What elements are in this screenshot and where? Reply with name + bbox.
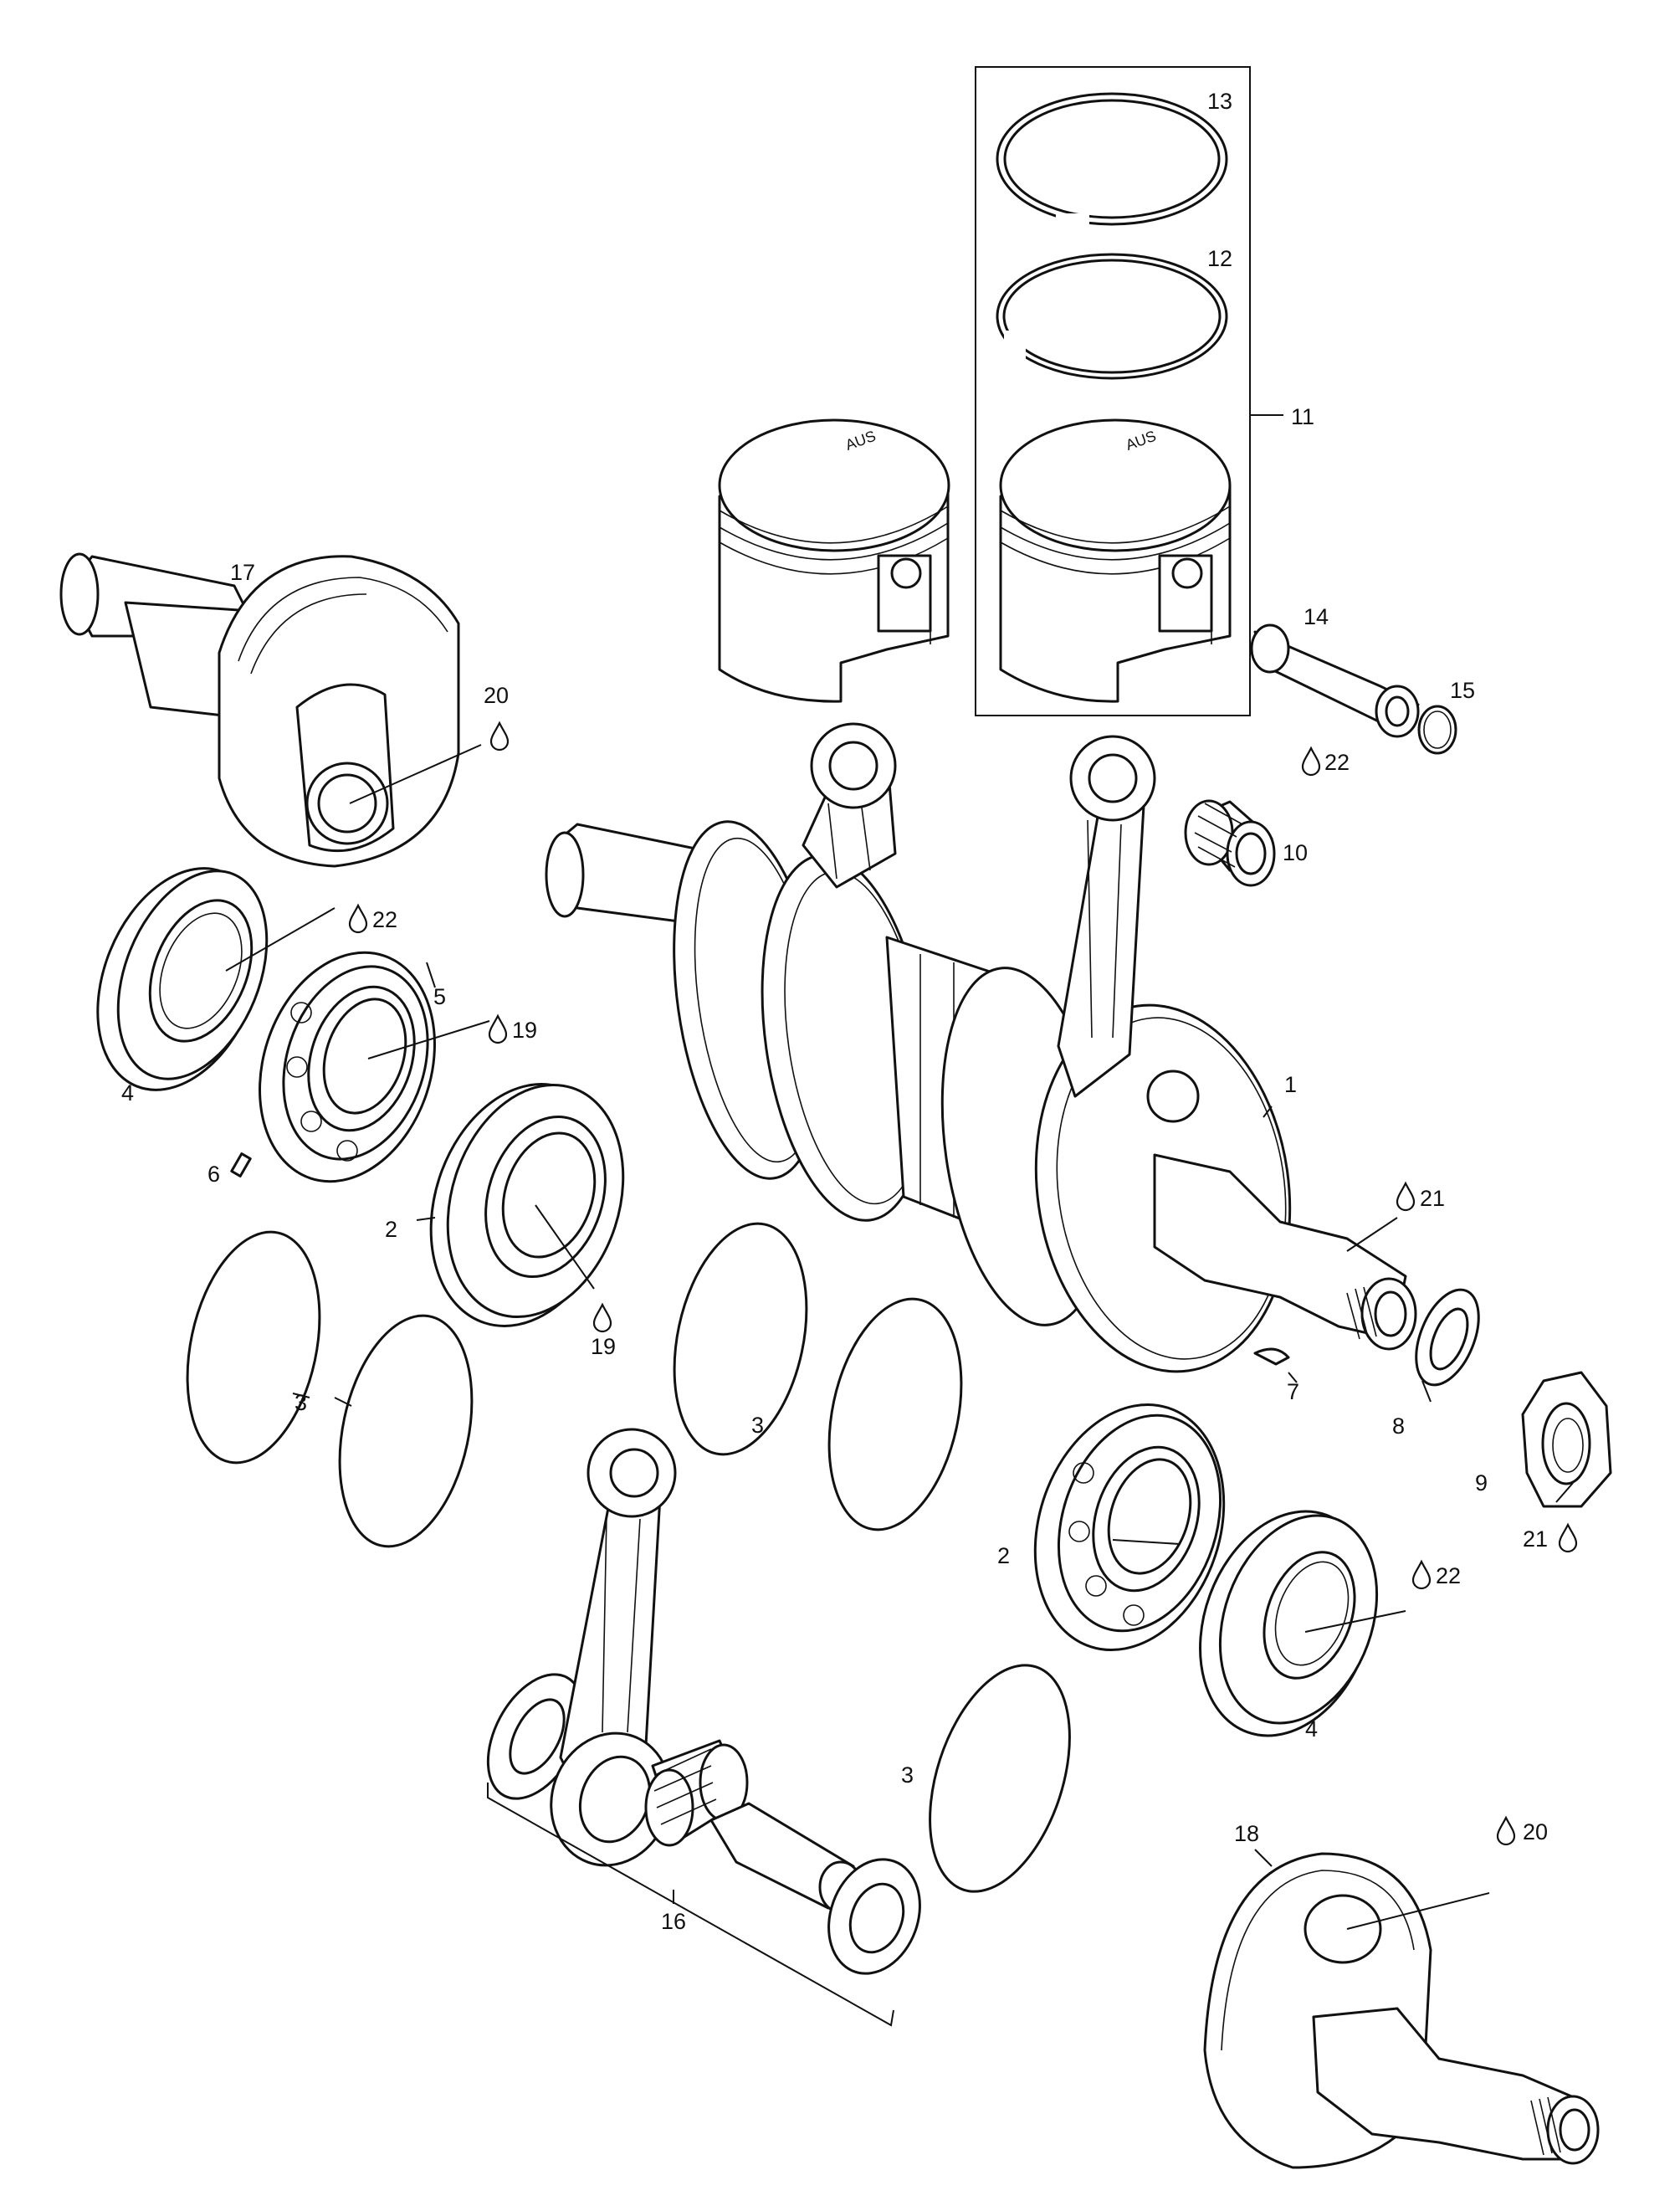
bearing-2-left bbox=[429, 1083, 625, 1327]
callout-22: 22 bbox=[1436, 1563, 1461, 1588]
needle-bearing-small bbox=[1184, 799, 1276, 887]
callout-19: 19 bbox=[512, 1018, 537, 1043]
callout-22: 22 bbox=[372, 907, 397, 932]
conrod-kit bbox=[486, 1428, 921, 2027]
callout-17: 17 bbox=[230, 560, 255, 585]
callout-20: 20 bbox=[484, 683, 509, 708]
o-ring-2 bbox=[338, 1314, 474, 1548]
callout-2: 2 bbox=[997, 1543, 1010, 1568]
piston-ring-second bbox=[996, 253, 1228, 380]
bearing-2-right bbox=[1033, 1403, 1226, 1652]
callout-20: 20 bbox=[1523, 1819, 1548, 1844]
oil-drop-icon bbox=[1558, 1523, 1578, 1553]
piston-loose: AUS bbox=[718, 418, 950, 703]
crankshaft-assembly bbox=[545, 722, 1417, 1373]
callout-8: 8 bbox=[1392, 1413, 1405, 1439]
callout-19: 19 bbox=[591, 1334, 616, 1359]
woodruff-key bbox=[1253, 1347, 1290, 1366]
o-ring-3 bbox=[673, 1222, 808, 1456]
callout-3: 3 bbox=[295, 1390, 307, 1415]
circlip bbox=[1417, 705, 1457, 755]
callout-labels: 1 2 2 3 3 3 4 4 5 6 7 8 9 10 11 12 13 14… bbox=[121, 89, 1548, 1934]
callout-9: 9 bbox=[1475, 1470, 1488, 1495]
callout-4: 4 bbox=[1305, 1716, 1318, 1742]
callout-3: 3 bbox=[901, 1762, 914, 1788]
callout-10: 10 bbox=[1283, 840, 1308, 865]
callout-7: 7 bbox=[1287, 1379, 1299, 1404]
piston-in-kit: AUS bbox=[999, 418, 1232, 703]
grease-drop-icon bbox=[1411, 1560, 1432, 1590]
piston-ring-top bbox=[996, 92, 1228, 230]
oil-seal-right bbox=[1199, 1510, 1379, 1737]
oil-drop-icon bbox=[592, 1303, 612, 1333]
callout-11: 11 bbox=[1291, 404, 1314, 429]
piston-pin bbox=[1250, 623, 1420, 738]
callout-21: 21 bbox=[1420, 1186, 1445, 1211]
callout-22: 22 bbox=[1324, 750, 1350, 775]
o-ring-5 bbox=[929, 1664, 1071, 1893]
crank-half-18 bbox=[1203, 1852, 1600, 2169]
grease-drop-icon bbox=[348, 904, 368, 934]
callout-1: 1 bbox=[1284, 1072, 1297, 1097]
oil-drop-icon bbox=[1396, 1182, 1416, 1212]
piston-kit-frame bbox=[975, 66, 1251, 716]
callout-14: 14 bbox=[1304, 604, 1329, 629]
callout-3: 3 bbox=[751, 1413, 764, 1438]
callout-4: 4 bbox=[121, 1080, 134, 1106]
dowel-pin bbox=[230, 1152, 252, 1177]
oil-drop-icon bbox=[488, 1014, 508, 1044]
callout-5: 5 bbox=[433, 984, 446, 1009]
callout-15: 15 bbox=[1450, 678, 1475, 703]
callout-13: 13 bbox=[1207, 89, 1232, 114]
callout-21: 21 bbox=[1523, 1526, 1548, 1552]
lock-washer bbox=[1415, 1288, 1480, 1387]
callout-2: 2 bbox=[385, 1217, 397, 1242]
callout-18: 18 bbox=[1234, 1821, 1259, 1846]
bearing-5 bbox=[259, 951, 436, 1183]
grease-drop-icon bbox=[1301, 746, 1321, 777]
callout-12: 12 bbox=[1207, 246, 1232, 271]
leader-lines bbox=[225, 744, 1574, 1930]
grease-drop-icon bbox=[489, 721, 510, 752]
hex-nut bbox=[1521, 1371, 1612, 1508]
o-ring-1 bbox=[186, 1230, 321, 1465]
callout-6: 6 bbox=[207, 1162, 220, 1187]
piston-kit-group: AUS bbox=[975, 66, 1283, 716]
oil-seal-left bbox=[96, 867, 269, 1091]
callout-16: 16 bbox=[661, 1909, 686, 1934]
crank-half-17 bbox=[59, 552, 460, 868]
o-ring-4 bbox=[827, 1297, 963, 1531]
grease-drop-icon bbox=[1496, 1816, 1516, 1846]
